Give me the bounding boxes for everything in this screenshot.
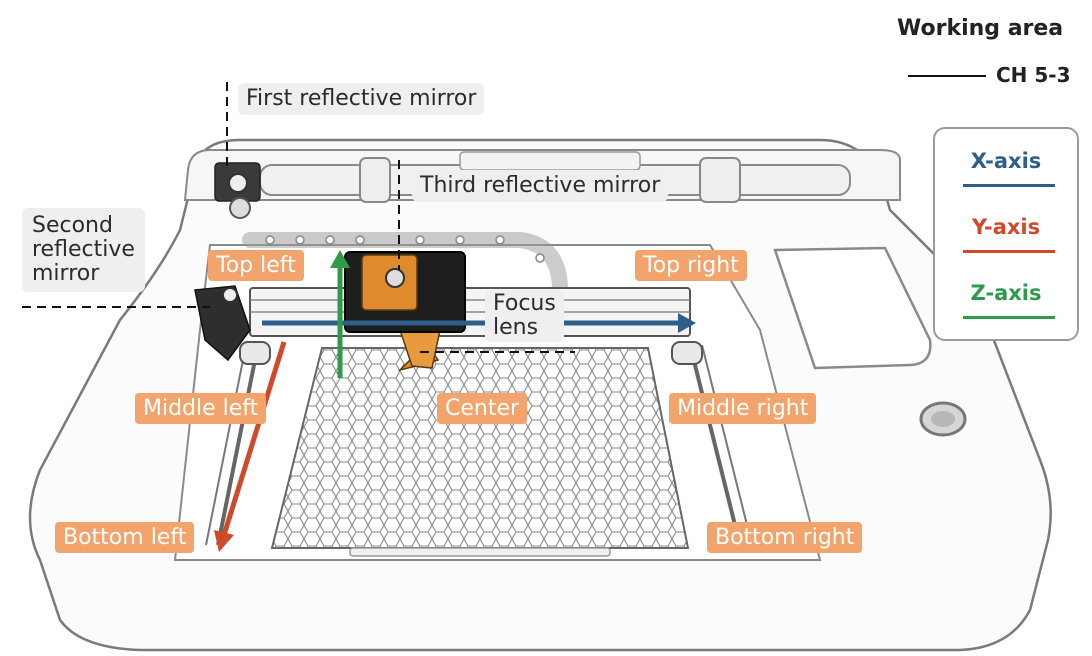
focus-lens-label-line1: Focus [493, 291, 556, 316]
third-mirror-label: Third reflective mirror [412, 170, 669, 202]
first-mirror-label: First reflective mirror [238, 83, 485, 115]
axis-legend: X-axis Y-axis Z-axis [933, 127, 1079, 341]
focus-lens-label: Focus lens [485, 290, 564, 342]
control-window [773, 246, 932, 370]
second-mirror-mount [194, 285, 251, 362]
position-middle-left: Middle left [135, 393, 267, 424]
position-bottom-right: Bottom right [707, 522, 863, 553]
second-mirror-label-line2: reflective [32, 237, 135, 262]
position-center: Center [437, 393, 528, 424]
position-top-right: Top right [635, 250, 747, 281]
chapter-label: CH 5-3 [996, 63, 1071, 87]
second-mirror-label-line1: Second [32, 213, 113, 238]
second-mirror-label: Second reflective mirror [22, 208, 145, 292]
legend-x-axis-label: X-axis [970, 149, 1042, 173]
focus-lens-label-line2: lens [493, 315, 539, 340]
legend-y-axis-line [963, 250, 1055, 253]
position-top-left: Top left [208, 250, 304, 281]
legend-z-axis-line [963, 316, 1055, 319]
page-title: Working area [897, 16, 1064, 41]
position-bottom-left: Bottom left [55, 522, 195, 553]
honeycomb-bed [270, 347, 690, 549]
second-mirror-label-line3: mirror [32, 261, 100, 286]
y-axis-arrow [221, 341, 287, 536]
legend-z-axis-label: Z-axis [970, 281, 1042, 305]
legend-y-axis-label: Y-axis [971, 215, 1041, 239]
position-middle-right: Middle right [669, 393, 817, 424]
legend-x-axis-line [963, 184, 1055, 187]
